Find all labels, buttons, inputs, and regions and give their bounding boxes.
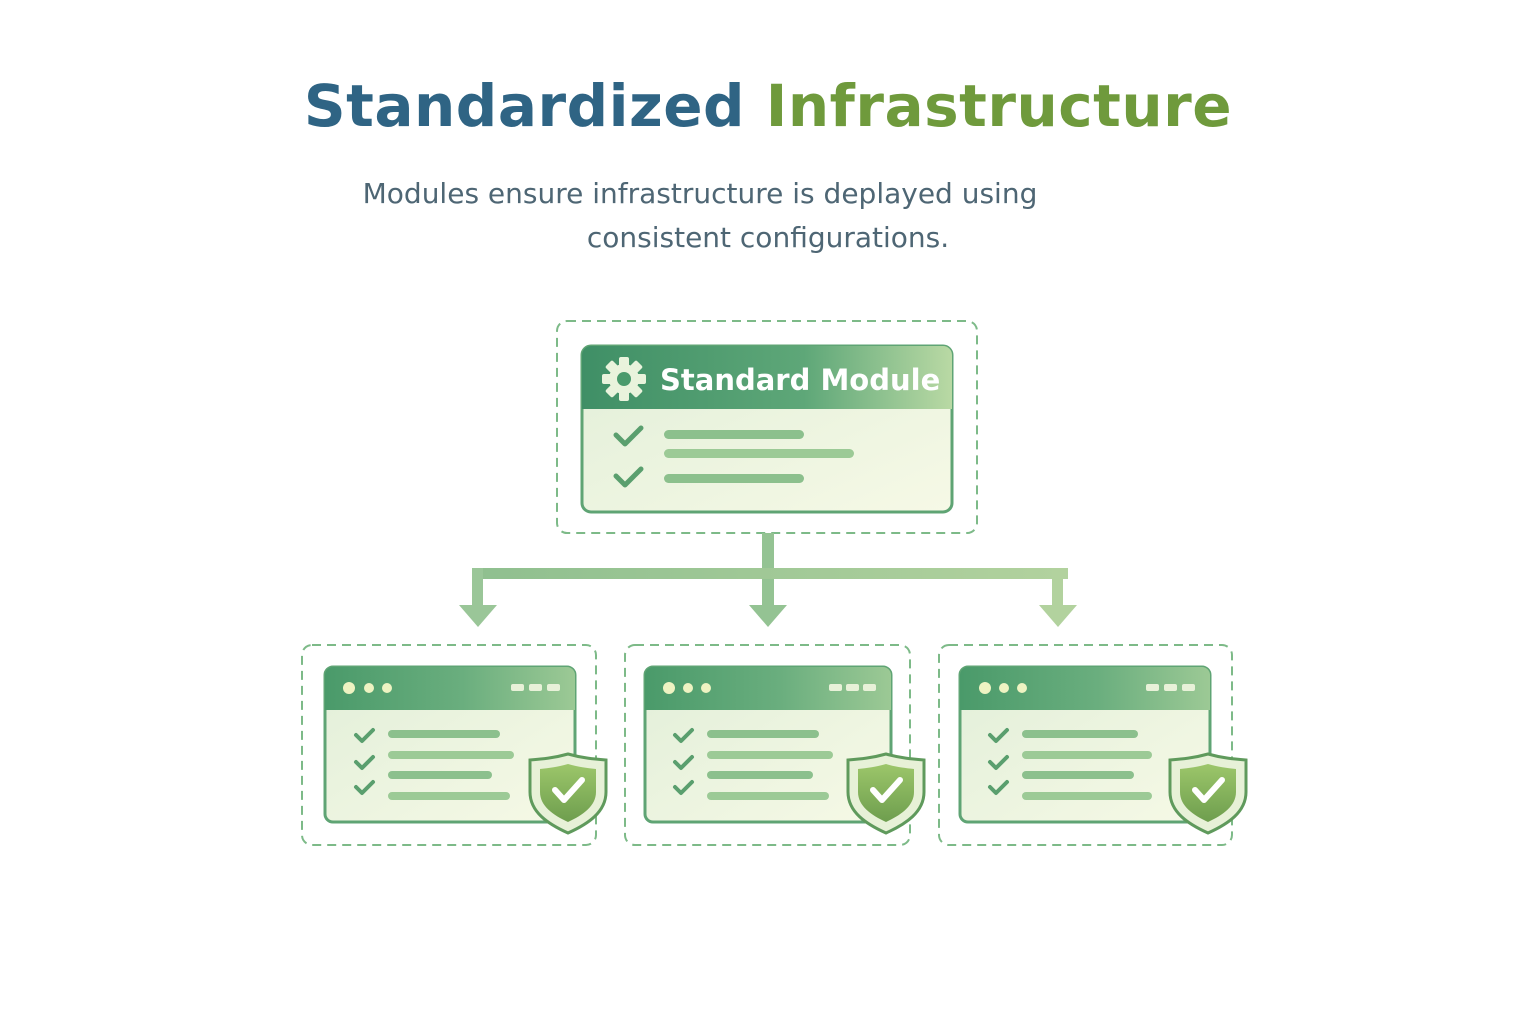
connector-arrows (459, 533, 1077, 627)
gear-icon (602, 357, 646, 401)
check-icon (988, 780, 1009, 795)
deployment-card-3 (938, 644, 1248, 846)
check-icon (988, 755, 1009, 770)
module-dashed-frame (556, 320, 978, 534)
checklist-line (664, 474, 804, 483)
title-part-1: Standardized (303, 72, 746, 140)
check-icon (354, 780, 375, 795)
window-dot (343, 682, 355, 694)
shield-check-icon (1168, 752, 1248, 835)
window-dot (663, 682, 675, 694)
deployment-dashed-frame (624, 644, 911, 846)
check-icon (988, 728, 1009, 743)
arrow-down-icon (459, 605, 497, 627)
module-header (582, 346, 952, 409)
window-dot (683, 683, 693, 693)
deployment-card-2 (624, 644, 926, 846)
page-title: Standardized Infrastructure (0, 72, 1536, 140)
subtitle-line-1: Modules ensure infrastructure is deplaye… (362, 177, 1038, 210)
title-part-2: Infrastructure (765, 72, 1233, 140)
window-dot (999, 683, 1009, 693)
window-dot (979, 682, 991, 694)
window-dot (701, 683, 711, 693)
subtitle-line-2: consistent configurations. (586, 221, 950, 254)
checklist-line (664, 449, 854, 458)
module-title: Standard Module (660, 363, 940, 397)
shield-check-icon (528, 752, 608, 835)
window-titlebar (645, 667, 891, 710)
check-icon (673, 755, 694, 770)
subtitle: Modules ensure infrastructure is deplaye… (268, 172, 1268, 260)
check-icon (354, 728, 375, 743)
window-dot (1017, 683, 1027, 693)
standard-module: Standard Module (556, 320, 978, 534)
deployment-dashed-frame (938, 644, 1233, 846)
check-icon (354, 755, 375, 770)
shield-check-icon (846, 752, 926, 835)
check-icon (613, 466, 644, 488)
arrow-down-icon (1039, 605, 1077, 627)
deployment-card-1 (301, 644, 608, 846)
window-titlebar (960, 667, 1210, 710)
check-icon (613, 425, 644, 447)
window-dot (364, 683, 374, 693)
check-icon (673, 728, 694, 743)
check-icon (673, 780, 694, 795)
module-checklist (613, 425, 854, 488)
window-dot (382, 683, 392, 693)
checklist-line (664, 430, 804, 439)
window-titlebar (325, 667, 575, 710)
arrow-down-icon (749, 605, 787, 627)
deployment-dashed-frame (301, 644, 597, 846)
